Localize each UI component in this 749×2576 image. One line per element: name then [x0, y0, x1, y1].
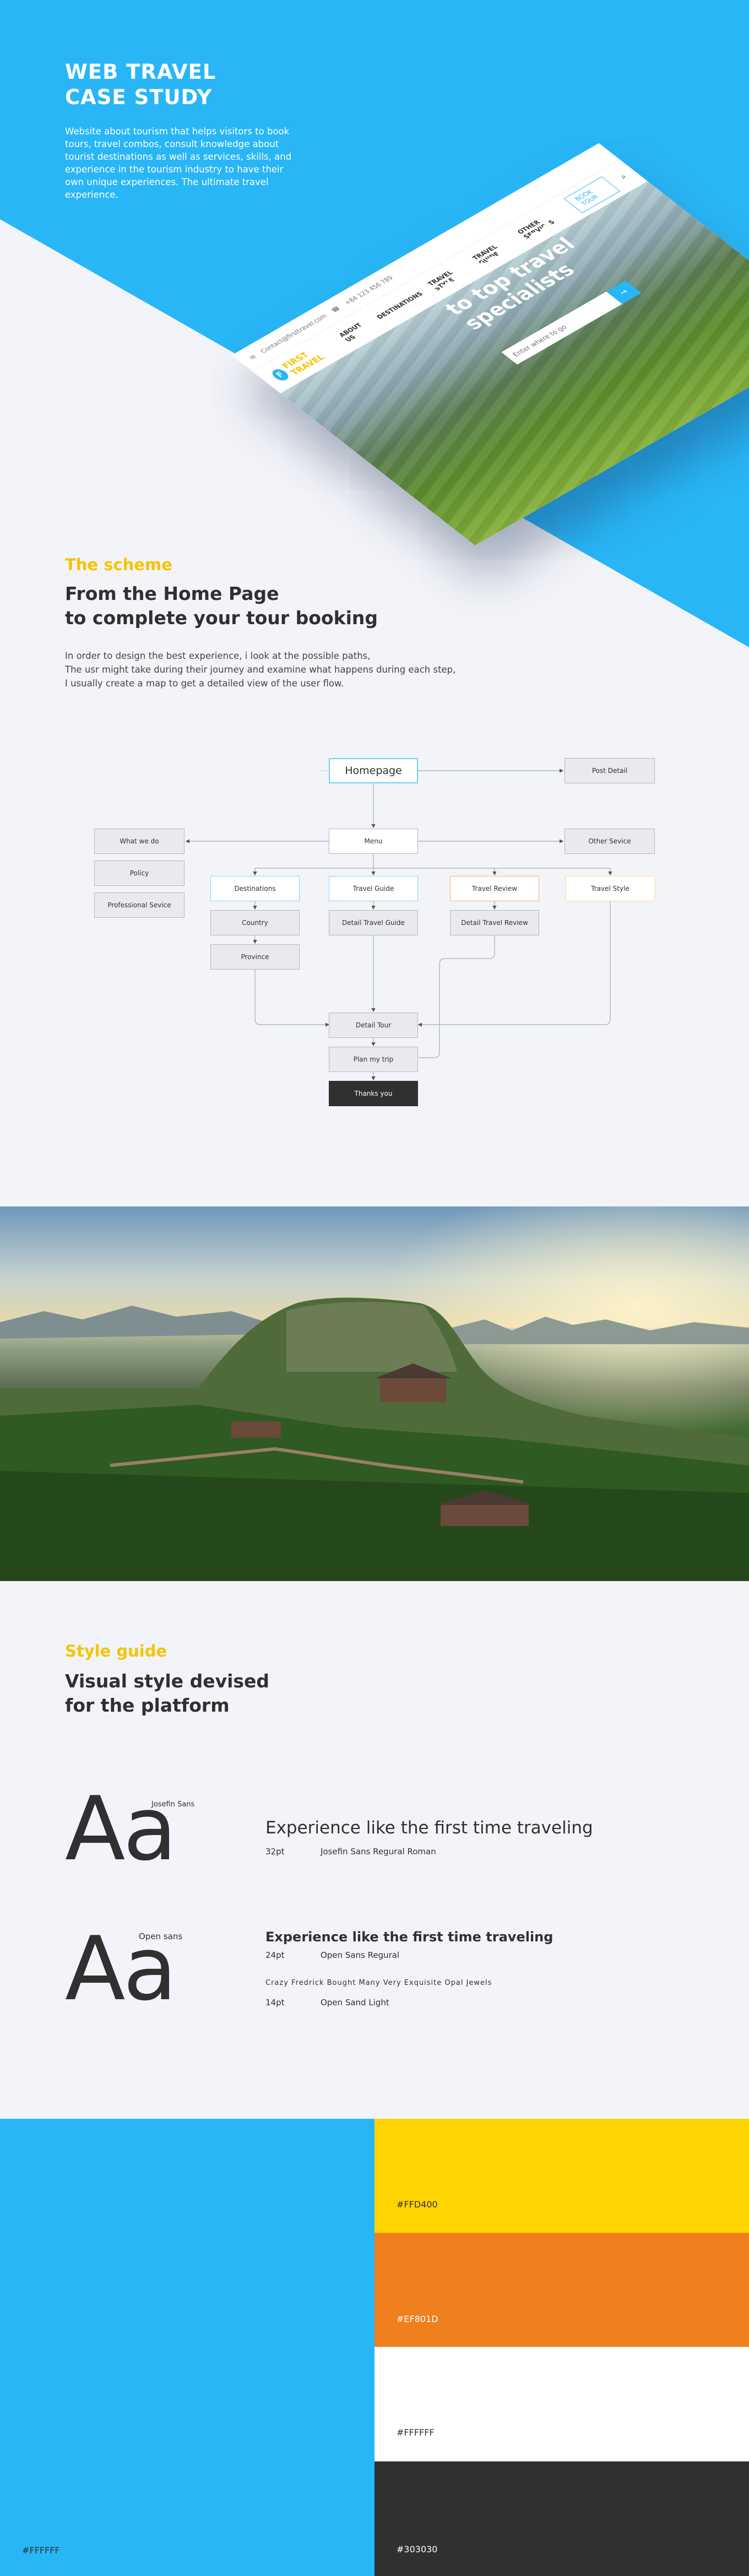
node-professional-service[interactable]: Professional Sevice — [94, 892, 184, 918]
hero-description: Website about tourism that helps visitor… — [65, 126, 292, 200]
hero-title-line1: WEB TRAVEL — [65, 60, 216, 84]
font1-weight: Josefin Sans Regural Roman — [321, 1847, 436, 1857]
node-destinations[interactable]: Destinations — [210, 876, 300, 901]
font1-size: 32pt — [265, 1847, 285, 1857]
user-flow-diagram: Homepage Post Detail Menu What we do Pol… — [0, 744, 749, 1118]
font2-weight2: Open Sand Light — [321, 1998, 389, 2007]
node-thank-you[interactable]: Thanks you — [329, 1081, 418, 1106]
font2-weight1: Open Sans Regural — [321, 1950, 400, 1960]
node-plan-my-trip[interactable]: Plan my trip — [329, 1047, 418, 1072]
landscape-illustration — [0, 1206, 749, 1581]
node-country[interactable]: Country — [210, 910, 300, 935]
node-menu[interactable]: Menu — [329, 829, 418, 854]
flow-connectors — [185, 769, 612, 1081]
scheme-desc-line1: In order to design the best experience, … — [65, 651, 371, 661]
scheme-desc-line2: The usr might take during their journey … — [65, 664, 456, 675]
swatch-blue-label: #FFFFFF — [22, 2545, 60, 2556]
style-guide-title-line1: Visual style devised — [65, 1670, 270, 1692]
mail-icon: ✉ — [247, 353, 258, 361]
scheme-title-line2: to complete your tour booking — [65, 607, 378, 629]
font1-sample-text: Experience like the first time traveling — [265, 1818, 593, 1838]
font2-sample-text: Experience like the first time traveling — [265, 1929, 553, 1945]
swatch-yellow — [374, 2119, 749, 2233]
node-travel-review[interactable]: Travel Review — [450, 876, 539, 901]
hero-title-line2: CASE STUDY — [65, 85, 213, 109]
scheme-title: From the Home Page to complete your tour… — [65, 582, 506, 630]
hero-section: WEB TRAVEL CASE STUDY Website about tour… — [0, 0, 749, 650]
node-policy[interactable]: Policy — [94, 861, 184, 886]
style-guide-title-line2: for the platform — [65, 1695, 230, 1716]
font2-name: Open sans — [139, 1931, 183, 1941]
node-what-we-do[interactable]: What we do — [94, 829, 184, 854]
font2-glyph-sample: Aa — [65, 1917, 177, 2020]
phone-icon: ☎ — [329, 305, 342, 314]
font2-size2: 14pt — [265, 1998, 285, 2007]
node-detail-travel-guide[interactable]: Detail Travel Guide — [329, 910, 418, 935]
style-guide-title: Visual style devised for the platform — [65, 1669, 506, 1718]
swatch-white — [374, 2347, 749, 2461]
hero-title: WEB TRAVEL CASE STUDY — [65, 59, 351, 110]
font2-size1: 24pt — [265, 1950, 285, 1960]
node-detail-travel-review[interactable]: Detail Travel Review — [450, 910, 539, 935]
style-guide-eyebrow: Style guide — [65, 1642, 167, 1660]
font1-glyph-sample: Aa — [65, 1777, 177, 1880]
swatch-yellow-label: #FFD400 — [397, 2199, 438, 2210]
swatch-white-label: #FFFFFF — [397, 2427, 435, 2438]
swatch-orange-label: #EF801D — [397, 2314, 438, 2324]
swatch-orange — [374, 2233, 749, 2347]
scheme-title-line1: From the Home Page — [65, 583, 279, 604]
search-icon[interactable]: ⌕ — [617, 172, 629, 181]
node-detail-tour[interactable]: Detail Tour — [329, 1013, 418, 1038]
nav-item-about[interactable]: ABOUT US — [337, 321, 364, 343]
node-other-service[interactable]: Other Sevice — [565, 829, 655, 854]
swatch-dark — [374, 2461, 749, 2576]
swatch-blue — [0, 2119, 374, 2576]
node-travel-guide[interactable]: Travel Guide — [329, 876, 418, 901]
node-post-detail[interactable]: Post Detail — [565, 758, 655, 783]
scheme-description: In order to design the best experience, … — [65, 649, 561, 690]
landscape-photo — [0, 1206, 749, 1581]
scheme-desc-line3: I usually create a map to get a detailed… — [65, 678, 344, 689]
font2-pangram: Crazy Fredrick Bought Many Very Exquisit… — [265, 1979, 492, 1987]
scheme-eyebrow: The scheme — [65, 555, 172, 574]
node-province[interactable]: Province — [210, 944, 300, 970]
font1-name: Josefin Sans — [151, 1800, 195, 1809]
node-homepage[interactable]: Homepage — [329, 758, 418, 783]
node-travel-style[interactable]: Travel Style — [566, 876, 655, 901]
swatch-dark-label: #303030 — [397, 2544, 438, 2555]
